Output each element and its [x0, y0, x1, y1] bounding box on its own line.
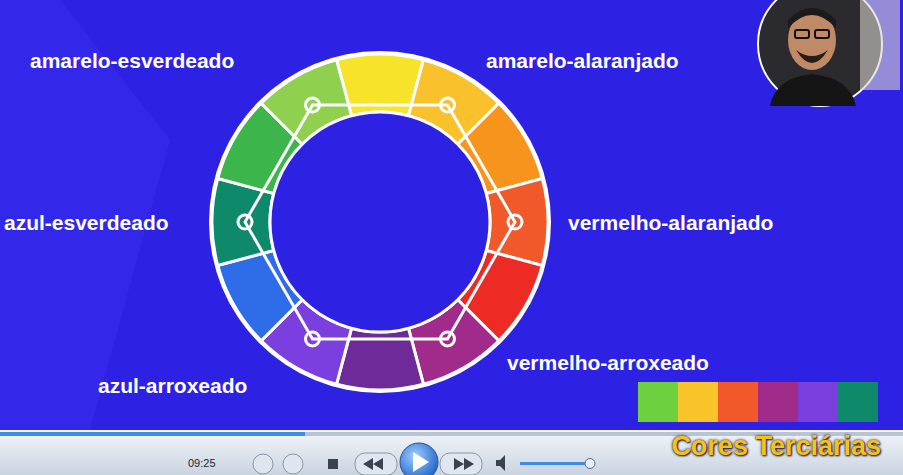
color-label: vermelho-arroxeado: [507, 352, 709, 373]
color-label: azul-arroxeado: [98, 375, 247, 396]
color-swatch: [718, 382, 758, 422]
color-wheel: [209, 51, 551, 393]
wheel-hole: [270, 112, 490, 332]
tertiary-dot: [238, 215, 252, 229]
color-label: amarelo-alaranjado: [486, 50, 679, 71]
tertiary-dot: [306, 98, 320, 112]
tertiary-dot: [441, 332, 455, 346]
color-label: azul-esverdeado: [4, 212, 169, 233]
tertiary-dot: [441, 98, 455, 112]
time-display: 09:25: [188, 458, 216, 469]
player-bar: [0, 430, 903, 475]
color-swatch: [678, 382, 718, 422]
wheel-rim: [209, 51, 551, 393]
hexagon-line: [245, 105, 515, 339]
color-swatch: [638, 382, 678, 422]
color-swatch: [758, 382, 798, 422]
color-swatch: [798, 382, 838, 422]
tertiary-dot: [306, 332, 320, 346]
webcam: [758, 0, 900, 106]
color-label: vermelho-alaranjado: [568, 212, 773, 233]
slide-title: Cores Terciárias: [671, 433, 881, 460]
color-swatch: [838, 382, 878, 422]
color-label: amarelo-esverdeado: [30, 50, 234, 71]
color-strip: [638, 382, 878, 422]
tertiary-dot: [508, 215, 522, 229]
